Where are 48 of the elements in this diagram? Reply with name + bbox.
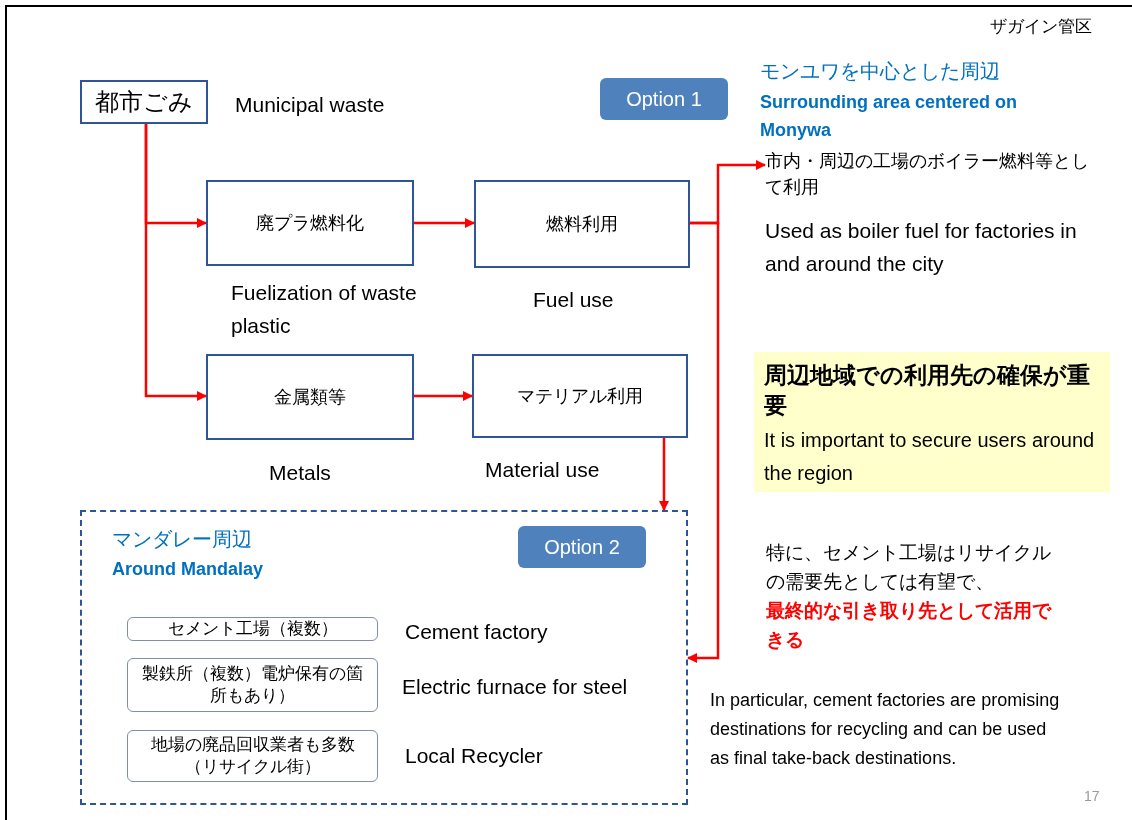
- area-heading: モンユワを中心とした周辺: [760, 59, 1001, 84]
- rounded-box: [127, 617, 378, 641]
- arrow: [144, 124, 207, 401]
- emphasis-text: 最終的な引き取り先として活用できる: [766, 599, 1053, 652]
- caption-text: Material use: [485, 457, 601, 483]
- note-text: In particular, cement factories are promising destinations for recycling and can be used as final take-back destinations.: [710, 689, 1061, 770]
- caption-text: Fuelization of waste plastic: [231, 280, 418, 339]
- box-label: 製鉄所（複数）電炉保有の箇所もあり）: [141, 663, 364, 707]
- caption-text: Local Recycler: [405, 743, 544, 769]
- group-subheading: Around Mandalay: [112, 558, 263, 581]
- caption-text: Electric furnace for steel: [402, 674, 629, 700]
- rounded-box: [127, 730, 378, 782]
- note-text: 特に、セメント工場はリサイクルの需要先としては有望で、: [766, 541, 1052, 594]
- process-box: [206, 354, 414, 440]
- box-label: 都市ごみ: [95, 87, 193, 117]
- highlight-heading: 周辺地域での利用先の確保が重要: [764, 361, 1091, 420]
- box-label: 地場の廃品回収業者も多数（リサイクル街）: [149, 734, 356, 778]
- box-label: セメント工場（複数）: [166, 618, 339, 640]
- process-box: [474, 180, 690, 268]
- box-label: 廃プラ燃料化: [256, 211, 364, 235]
- description-text: 市内・周辺の工場のボイラー燃料等として利用: [765, 150, 1090, 199]
- arrow: [659, 438, 669, 511]
- page-number: 17: [1084, 787, 1101, 806]
- arrow: [414, 391, 473, 401]
- box-label: 燃料利用: [546, 212, 618, 236]
- option-badge: [518, 526, 646, 568]
- caption-text: Fuel use: [533, 287, 615, 313]
- region-group: [80, 510, 688, 805]
- rounded-box: [127, 658, 378, 712]
- process-box: [206, 180, 414, 266]
- caption-text: Cement factory: [405, 619, 549, 645]
- process-box: [80, 80, 208, 124]
- box-label: 金属類等: [274, 385, 346, 409]
- arrow: [687, 221, 720, 663]
- caption-text: Metals: [269, 460, 332, 486]
- group-heading: マンダレー周辺: [112, 527, 252, 552]
- region-label: ザガイン管区: [990, 16, 1093, 38]
- option-badge: [600, 78, 728, 120]
- box-label: マテリアル利用: [517, 384, 643, 408]
- process-box: [472, 354, 688, 438]
- description-text: Used as boiler fuel for factories in and around the city: [765, 218, 1078, 277]
- arrow: [414, 218, 475, 228]
- caption-text: Municipal waste: [235, 92, 386, 118]
- highlight-box: [754, 352, 1110, 492]
- badge-label: Option 2: [544, 535, 620, 560]
- area-heading: Surrounding area centered on Monywa: [760, 91, 1019, 142]
- highlight-text: It is important to secure users around the region: [764, 428, 1096, 486]
- badge-label: Option 1: [626, 87, 702, 112]
